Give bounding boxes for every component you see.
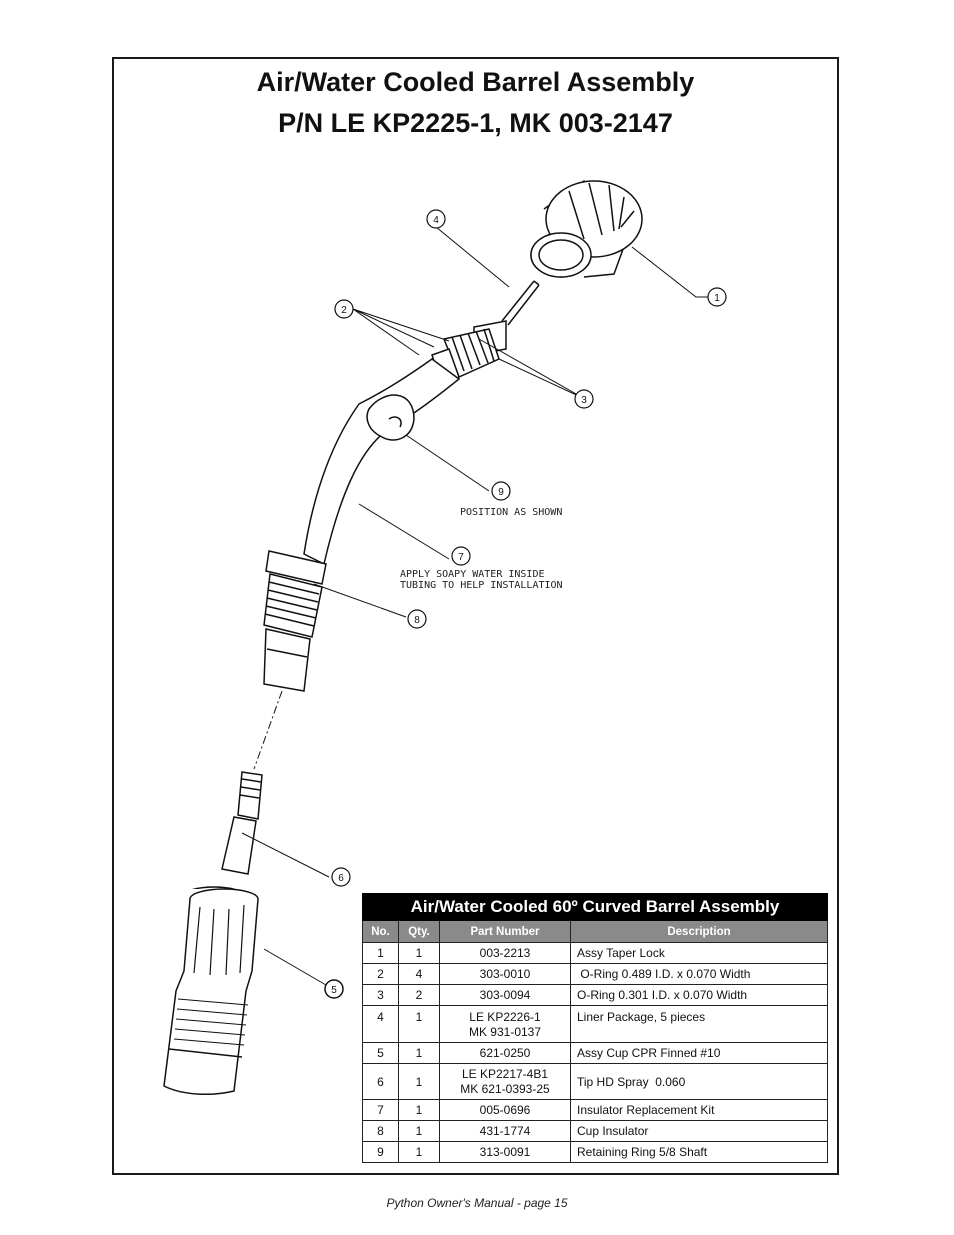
cell-qty: 2 (398, 984, 440, 1006)
callout-8: 8 (414, 615, 420, 626)
part-number-le: LE KP2217-4B1 (461, 1066, 549, 1081)
table-row: 8 1 431-1774 Cup Insulator (362, 1120, 828, 1142)
cell-part-number: 005-0696 (439, 1099, 571, 1121)
cell-qty: 1 (398, 942, 440, 964)
note-water-line2: TUBING TO HELP INSTALLATION (400, 580, 563, 591)
header-no: No. (362, 920, 399, 943)
cell-no: 1 (362, 942, 399, 964)
header-part-number: Part Number (439, 920, 571, 943)
header-description: Description (570, 920, 828, 943)
cell-no: 3 (362, 984, 399, 1006)
callout-1: 1 (714, 293, 720, 304)
callout-6: 6 (338, 873, 344, 884)
cell-qty: 4 (398, 963, 440, 985)
cell-no: 2 (362, 963, 399, 985)
cell-description: O-Ring 0.301 I.D. x 0.070 Width (570, 984, 828, 1006)
callout-4: 4 (433, 215, 439, 226)
cell-description: Assy Cup CPR Finned #10 (570, 1042, 828, 1064)
leader-lines (241, 226, 712, 878)
cell-description: O-Ring 0.489 I.D. x 0.070 Width (570, 963, 828, 985)
page-footer: Python Owner's Manual - page 15 (386, 1196, 568, 1210)
part-number-le: LE KP2226-1 (469, 1010, 541, 1024)
table-row: 3 2 303-0094 O-Ring 0.301 I.D. x 0.070 W… (362, 984, 828, 1006)
taper-lock-part (530, 180, 643, 278)
cell-no: 8 (362, 1120, 399, 1142)
cell-part-number: 303-0094 (439, 984, 571, 1006)
cell-qty: 1 (398, 1042, 440, 1064)
page-title: Air/Water Cooled Barrel Assembly (256, 67, 695, 97)
exploded-assembly-drawing: 4 2 3 1 9 7 8 6 POSITION AS SHOWN APPLY … (191, 180, 727, 889)
header-qty: Qty. (398, 920, 440, 943)
cell-qty: 1 (398, 1063, 440, 1100)
callout-2: 2 (341, 305, 347, 316)
cell-description: Tip HD Spray 0.060 (570, 1063, 828, 1100)
note-water-line1: APPLY SOAPY WATER INSIDE (400, 569, 545, 580)
cell-description: Liner Package, 5 pieces (570, 1005, 828, 1043)
cell-description: Assy Taper Lock (570, 942, 828, 964)
finned-cup-drawing: 5 (163, 888, 344, 1096)
callout-numbers: 4 2 3 1 9 7 8 6 POSITION AS SHOWN APPLY … (338, 215, 720, 884)
cell-description: Retaining Ring 5/8 Shaft (570, 1141, 828, 1163)
part-number-mk: MK 621-0393-25 (460, 1081, 550, 1096)
cell-part-number: 431-1774 (439, 1120, 571, 1142)
note-position: POSITION AS SHOWN (460, 507, 562, 518)
table-row: 5 1 621-0250 Assy Cup CPR Finned #10 (362, 1042, 828, 1064)
cell-no: 6 (362, 1063, 399, 1100)
callout-5: 5 (331, 985, 337, 996)
cell-part-number: 621-0250 (439, 1042, 571, 1064)
cell-part-number: 303-0010 (439, 963, 571, 985)
cell-no: 9 (362, 1141, 399, 1163)
o-ring-shaft (431, 320, 507, 387)
liner-rod (501, 280, 540, 326)
cell-qty: 1 (398, 1120, 440, 1142)
part-number-title: P/N LE KP2225-1, MK 003-2147 (278, 108, 673, 138)
cell-qty: 1 (398, 1005, 440, 1043)
contact-tip-part (221, 771, 263, 875)
cell-no: 7 (362, 1099, 399, 1121)
cell-part-number: 003-2213 (439, 942, 571, 964)
table-row: 2 4 303-0010 O-Ring 0.489 I.D. x 0.070 W… (362, 963, 828, 985)
cell-no: 4 (362, 1005, 399, 1043)
cell-qty: 1 (398, 1141, 440, 1163)
table-row: 7 1 005-0696 Insulator Replacement Kit (362, 1099, 828, 1121)
curved-barrel (303, 358, 461, 566)
table-row: 1 1 003-2213 Assy Taper Lock (362, 942, 828, 964)
cell-description: Insulator Replacement Kit (570, 1099, 828, 1121)
cell-no: 5 (362, 1042, 399, 1064)
page-frame: Air/Water Cooled Barrel Assembly P/N LE … (112, 57, 839, 1175)
table-row: 9 1 313-0091 Retaining Ring 5/8 Shaft (362, 1141, 828, 1163)
parts-table: Air/Water Cooled 60º Curved Barrel Assem… (362, 893, 828, 1163)
callout-7: 7 (458, 552, 464, 563)
part-number-mk: MK 931-0137 (468, 1025, 542, 1039)
cell-qty: 1 (398, 1099, 440, 1121)
callout-balloons (331, 209, 727, 887)
cell-description: Cup Insulator (570, 1120, 828, 1142)
parts-table-caption: Air/Water Cooled 60º Curved Barrel Assem… (362, 893, 828, 921)
callout-3: 3 (581, 395, 587, 406)
cup-insulator-part (263, 550, 327, 692)
cell-part-number: 313-0091 (439, 1141, 571, 1163)
callout-9: 9 (498, 487, 504, 498)
